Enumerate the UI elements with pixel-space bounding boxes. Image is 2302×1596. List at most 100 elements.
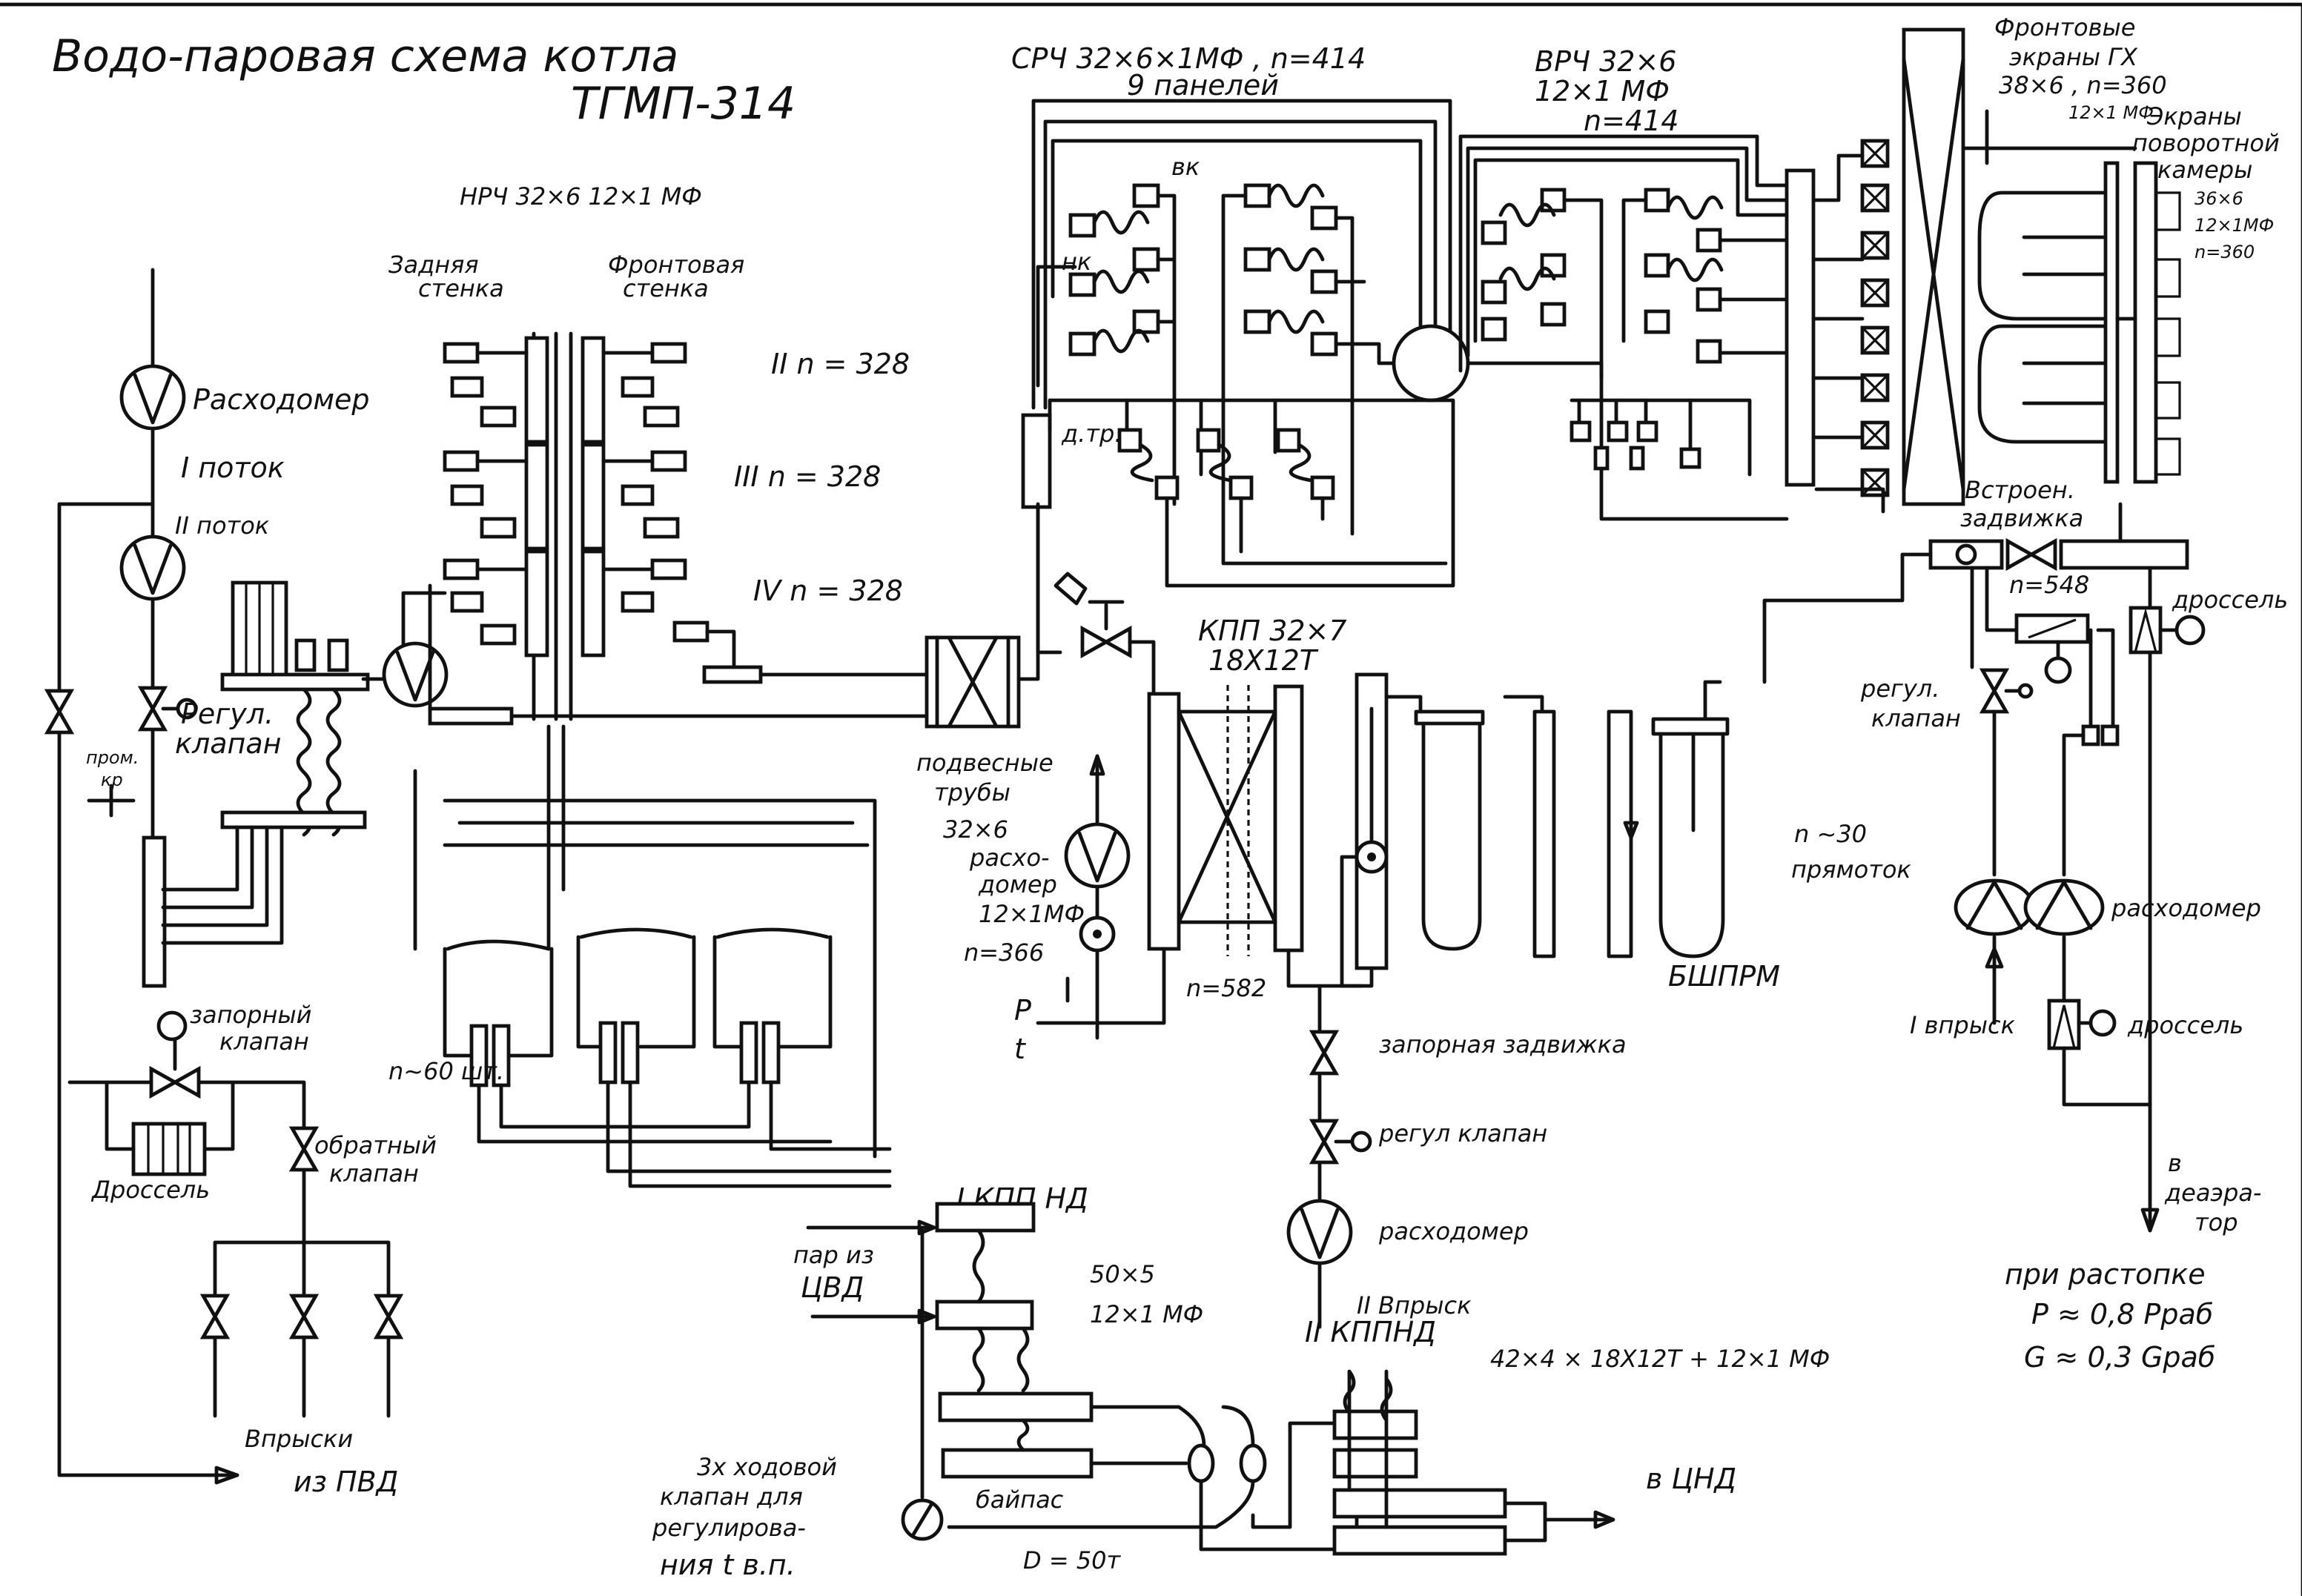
diagram-title: Водо-паровая схема котла	[52, 30, 678, 82]
label-front-screens-1: Фронтовые	[1994, 13, 2135, 42]
label-turn-chamber-1: Экраны	[2146, 102, 2242, 130]
label-rear-wall-2: стенка	[418, 274, 504, 302]
label-kpp-2: 18Х12Т	[1208, 644, 1319, 677]
mid-flowmeter-icon	[1289, 1201, 1351, 1263]
label-to-deaerator-1: в	[2168, 1149, 2182, 1177]
feed-line	[47, 268, 239, 1485]
label-throttle: Дроссель	[90, 1176, 210, 1204]
label-mid-reg: регул клапан	[1378, 1119, 1547, 1148]
label-shirm-name: БШПРМ	[1668, 960, 1780, 993]
label-steam-from-2: ЦВД	[801, 1271, 864, 1304]
label-injection-2: II Впрыск	[1357, 1291, 1472, 1319]
label-turn-chamber-2: поворотной	[2132, 129, 2280, 157]
check-valve-icon	[292, 1128, 316, 1170]
label-kpp-1: КПП 32×7	[1198, 615, 1347, 647]
label-flow-2: II поток	[175, 511, 270, 540]
label-srch-panels: 9 панелей	[1127, 69, 1279, 102]
label-startup-pressure: P ≈ 0,8 Pраб	[2031, 1298, 2213, 1331]
kpp-valve-icon	[1082, 629, 1130, 655]
label-check-valve-2: клапан	[329, 1159, 419, 1188]
label-three-way-3: регулирова-	[652, 1514, 806, 1542]
throttle-icon	[131, 1122, 207, 1176]
label-bypass-diameter: D = 50т	[1023, 1546, 1122, 1575]
boiler-model: ТГМП-314	[571, 78, 796, 130]
label-purge-1: пром.	[86, 747, 139, 768]
label-rear-wall-1: Задняя	[388, 251, 479, 279]
flowmeter-1-icon	[122, 366, 184, 428]
turn-chamber-screens	[1814, 109, 2181, 514]
label-three-way-4: ния t в.п.	[660, 1549, 796, 1581]
label-front-screens-4: 12×1 МФ	[2068, 102, 2154, 123]
mid-shutoff-valve-icon	[1312, 1032, 1336, 1073]
srch-mixer-icon	[1392, 324, 1470, 403]
injection-2-line	[1289, 984, 1372, 1329]
label-srch-inlet: нк	[1062, 248, 1092, 276]
label-srch-spec: СРЧ 32×6×1МФ , n=414	[1011, 42, 1366, 75]
label-from-hph: из ПВД	[294, 1466, 398, 1498]
label-lp-spec-2: 12×1 МФ	[1090, 1300, 1203, 1328]
label-mid-flowmeter: расходомер	[1378, 1217, 1529, 1245]
label-bypass: байпас	[976, 1486, 1064, 1514]
label-flowmeter2-1: расхо-	[969, 844, 1050, 872]
label-right-reg-valve-2: клапан	[1871, 704, 1961, 732]
nrch-panels	[428, 331, 929, 726]
label-kpp-count: n=582	[1186, 974, 1266, 1002]
label-pressure: P	[1014, 994, 1031, 1027]
label-to-deaerator-3: тор	[2194, 1208, 2238, 1236]
label-front-screens-3: 38×6 , n=360	[1999, 71, 2167, 99]
label-injection-1: I впрыск	[1910, 1011, 2016, 1039]
spray-flowmeter-icon	[1066, 824, 1128, 887]
label-lp-spec2: 42×4 × 18Х12Т + 12×1 МФ	[1490, 1345, 1830, 1373]
label-front-screens-2: экраны ГХ	[2009, 43, 2138, 71]
label-turn-chamber-5: 12×1МФ	[2194, 215, 2274, 236]
label-suspended-1: подвесные	[916, 749, 1054, 777]
label-mid-shutoff: запорная задвижка	[1379, 1030, 1627, 1059]
builtin-valve-icon	[2008, 541, 2055, 568]
label-flowmeter2-3: 12×1МФ	[979, 900, 1085, 928]
label-flowmeter: Расходомер	[193, 383, 370, 416]
front-screens	[1785, 27, 1965, 506]
label-builtin-valve-n: n=548	[2009, 571, 2089, 599]
label-srch-dtr: д.тр.	[1061, 420, 1122, 448]
label-steam-from-1: пар из	[793, 1241, 874, 1269]
label-to-deaerator-2: деаэра-	[2164, 1179, 2261, 1207]
right-flowmeter-icon	[2025, 881, 2103, 934]
label-lp-spec-1: 50×5	[1090, 1260, 1155, 1288]
label-flowmeter2-2: домер	[978, 870, 1057, 898]
label-nrch-spec: НРЧ 32×6 12×1 МФ	[460, 182, 702, 211]
label-flow-1: I поток	[181, 451, 285, 484]
right-reg-valve-icon	[1982, 670, 2006, 712]
label-collectors-count: n~60 шт.	[388, 1057, 504, 1085]
label-throttle-1: дроссель	[2172, 586, 2288, 614]
label-builtin-valve-2: задвижка	[1960, 504, 2083, 532]
injection-valve-3-icon	[377, 1296, 400, 1337]
srch-panels	[1031, 99, 1470, 588]
mid-reg-valve-icon	[1312, 1121, 1336, 1162]
builtin-valve-area	[1762, 502, 2206, 1233]
label-turn-chamber-4: 36×6	[2194, 188, 2243, 209]
label-vrch-3: n=414	[1584, 105, 1678, 137]
label-turn-chamber-3: камеры	[2157, 156, 2252, 184]
label-pass-2: II n = 328	[771, 348, 910, 380]
label-pass-4: IV n = 328	[753, 575, 903, 607]
injection-valve-2-icon	[292, 1296, 316, 1337]
label-flowmeter2-4: n=366	[964, 938, 1044, 967]
label-right-flowmeter: расходомер	[2111, 894, 2261, 922]
injection-1-flowmeter-icon	[1956, 881, 2033, 934]
kpp-stage	[1036, 502, 1730, 1025]
injection-branch	[67, 1010, 400, 1418]
regulating-valve-icon	[141, 688, 165, 729]
label-vrch-2: 12×1 МФ	[1535, 75, 1670, 107]
label-three-way-2: клапан для	[660, 1483, 803, 1511]
vrch-panels	[1458, 134, 1789, 521]
mixing-header	[161, 580, 447, 945]
label-kppnd-2: II КППНД	[1305, 1316, 1436, 1348]
injection-valve-1-icon	[203, 1296, 227, 1337]
label-purge-2: кр	[101, 769, 123, 790]
label-throttle-2: дроссель	[2127, 1011, 2243, 1039]
suspended-tubes-header	[925, 413, 1052, 729]
label-reg-valve-2: клапан	[175, 727, 282, 760]
label-vrch-1: ВРЧ 32×6	[1535, 45, 1676, 78]
label-builtin-valve-1: Встроен.	[1965, 476, 2075, 504]
spray-flow-line	[1036, 754, 1128, 1040]
